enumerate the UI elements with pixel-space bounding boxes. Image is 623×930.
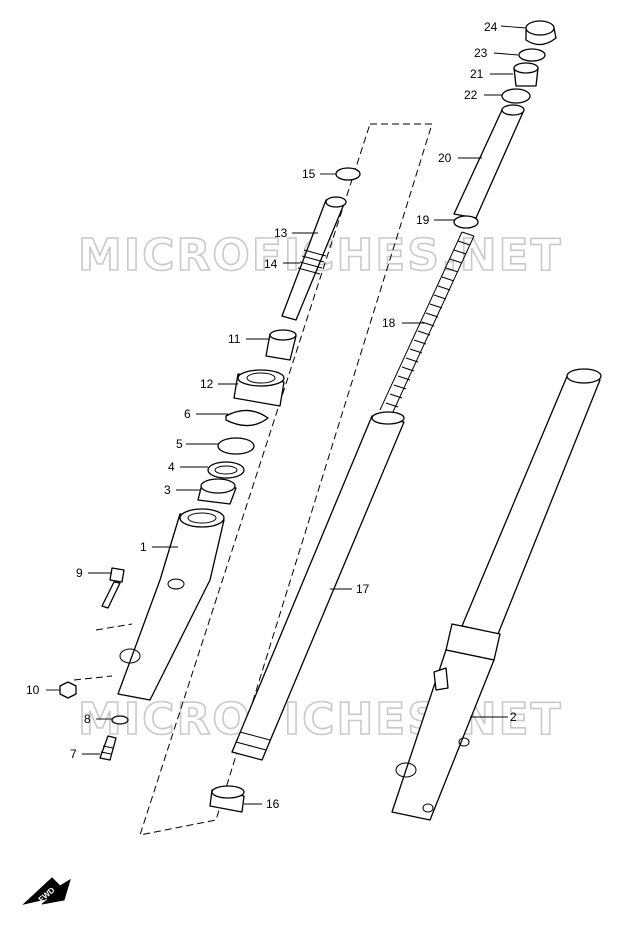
part-21-spacer <box>513 62 539 87</box>
callout-24: 24 <box>484 20 498 34</box>
callout-5: 5 <box>176 437 183 451</box>
bolt-link-line <box>95 623 133 631</box>
part-17-inner-tube <box>231 411 405 761</box>
part-23-o-ring <box>518 48 546 62</box>
part-16-bushing <box>209 785 245 813</box>
nut-link-line <box>73 675 113 681</box>
fwd-arrow-icon: FWD <box>22 877 71 905</box>
callout-11: 11 <box>228 332 241 346</box>
callout-20: 20 <box>438 151 452 165</box>
part-7-drain-bolt <box>99 735 117 761</box>
callout-7: 7 <box>70 747 77 761</box>
group-boundary <box>139 123 433 836</box>
callout-3: 3 <box>164 483 171 497</box>
callout-9: 9 <box>76 566 83 580</box>
callout-10: 10 <box>26 683 40 697</box>
callout-6: 6 <box>184 407 191 421</box>
callout-13: 13 <box>274 226 288 240</box>
callout-18: 18 <box>382 316 396 330</box>
part-9-bolt <box>101 567 125 609</box>
part-8-washer <box>111 715 129 725</box>
part-10-nut <box>59 681 77 699</box>
callout-12: 12 <box>200 377 214 391</box>
callout-labels: 24 23 21 22 20 19 18 15 13 14 11 12 6 5 … <box>26 20 517 811</box>
callout-22: 22 <box>464 88 478 102</box>
leader-lines <box>46 25 527 805</box>
callout-19: 19 <box>416 213 430 227</box>
callout-21: 21 <box>470 67 484 81</box>
part-3-guide-bush <box>197 478 237 505</box>
part-22-washer <box>501 88 531 104</box>
callout-2: 2 <box>510 710 517 724</box>
part-18-fork-spring <box>379 231 475 415</box>
callout-1: 1 <box>140 540 147 554</box>
part-15-ring <box>335 167 361 181</box>
part-13-damper-rod <box>281 196 347 321</box>
callout-15: 15 <box>302 167 316 181</box>
part-4-seal-washer <box>207 461 245 479</box>
part-11-oil-lock-piece <box>265 329 297 361</box>
callout-16: 16 <box>266 797 280 811</box>
callout-8: 8 <box>84 712 91 726</box>
watermark-lower: MICROFICHES.NET <box>78 694 563 745</box>
callout-17: 17 <box>356 582 370 596</box>
callout-4: 4 <box>168 460 175 474</box>
part-19-spring-seat <box>453 215 479 229</box>
callout-14: 14 <box>264 257 278 271</box>
part-12-dust-seal <box>233 369 285 407</box>
callout-23: 23 <box>474 46 488 60</box>
part-1-outer-tube <box>117 508 225 701</box>
part-5-oil-seal <box>217 437 255 455</box>
part-20-spacer-tube <box>453 104 525 219</box>
part-6-stopper-ring <box>225 409 269 427</box>
part-14-rebound-spring <box>297 249 327 275</box>
part-24-cap-bolt <box>525 20 557 46</box>
part-2-front-fork-assembly <box>391 368 602 821</box>
